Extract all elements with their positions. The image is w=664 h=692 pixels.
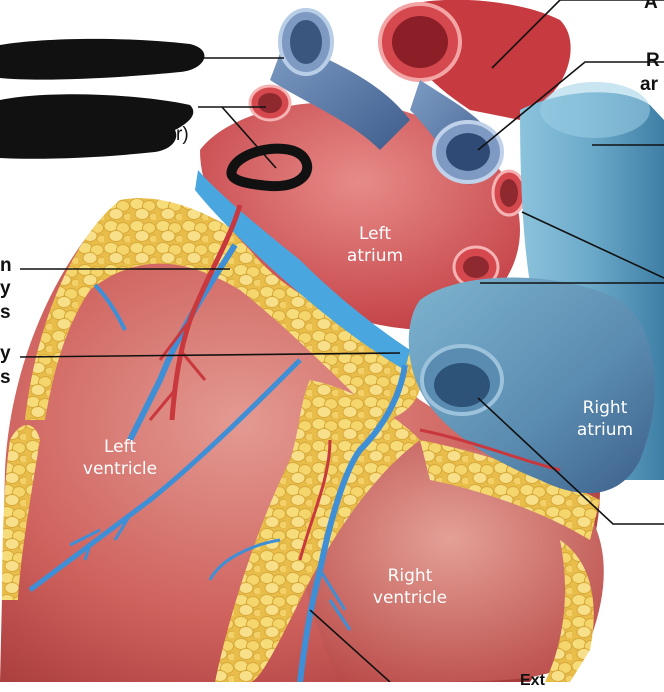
redaction-scribble-middle	[0, 94, 194, 159]
cropped-text-top-right: A	[644, 0, 658, 13]
cropped-text-redacted-tail: r)	[176, 124, 189, 145]
posterior-vein	[28, 358, 302, 592]
label-right-ventricle: Right ventricle	[372, 566, 448, 608]
fat-right-groove	[420, 440, 600, 540]
cropped-text-left-3: s	[0, 302, 11, 323]
cropped-text-right-2: ar	[640, 74, 658, 95]
label-left-ventricle: Left ventricle	[82, 437, 158, 479]
coronary-sinus	[195, 170, 410, 370]
cropped-text-left-2: y	[0, 278, 11, 299]
coronary-artery-branch	[169, 204, 243, 421]
fat-interventricular-groove	[215, 380, 420, 682]
cropped-text-left-1: n	[0, 255, 12, 276]
fat-left-border	[2, 425, 40, 600]
right-atrium-region	[408, 277, 655, 494]
cropped-text-left-5: s	[0, 367, 11, 388]
redaction-scribble-top	[0, 38, 205, 80]
leader-lines	[19, 0, 664, 683]
circle-mark	[226, 143, 313, 192]
cropped-text-bottom-right: Ext	[520, 672, 545, 689]
fat-right-lower	[545, 540, 594, 682]
label-right-atrium: Right atrium	[576, 398, 634, 440]
label-left-atrium: Left atrium	[346, 224, 404, 266]
fat-upper-groove	[25, 198, 422, 420]
cropped-text-left-4: y	[0, 343, 11, 364]
great-cardiac-vein	[127, 243, 238, 442]
cropped-text-right-1: R	[646, 50, 660, 71]
middle-cardiac-vein	[297, 364, 408, 683]
